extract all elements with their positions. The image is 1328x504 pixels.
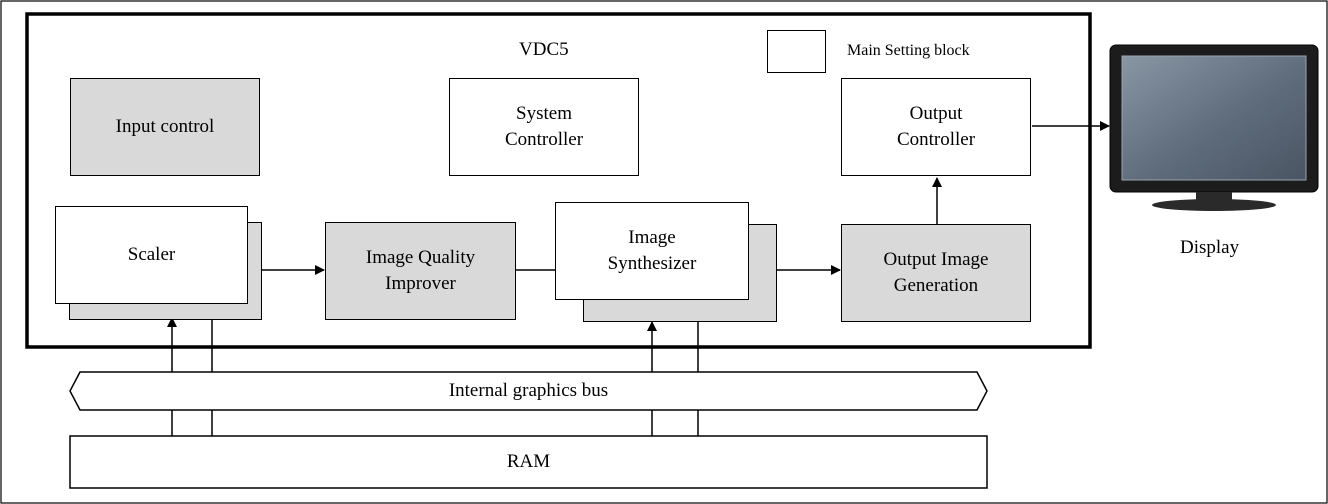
system-controller-block: System Controller bbox=[449, 78, 639, 176]
vdc5-boundary bbox=[25, 12, 1092, 349]
internal-graphics-bus bbox=[69, 371, 988, 411]
display-label: Display bbox=[1180, 237, 1240, 258]
scaler-block: Scaler bbox=[55, 206, 248, 304]
display-monitor-icon bbox=[1109, 44, 1319, 211]
legend-swatch bbox=[767, 30, 826, 73]
image-synthesizer-block: Image Synthesizer bbox=[555, 202, 749, 300]
vdc5-title: VDC5 bbox=[519, 39, 569, 60]
output-image-generation-block: Output Image Generation bbox=[841, 224, 1031, 322]
ram-block bbox=[69, 435, 988, 489]
image-quality-improver-block: Image Quality Improver bbox=[325, 222, 516, 320]
legend-label: Main Setting block bbox=[847, 42, 970, 59]
input-control-block: Input control bbox=[70, 78, 260, 176]
internal-graphics-bus-label: Internal graphics bus bbox=[448, 380, 609, 401]
ram-label: RAM bbox=[506, 451, 551, 472]
output-controller-block: Output Controller bbox=[841, 78, 1031, 176]
